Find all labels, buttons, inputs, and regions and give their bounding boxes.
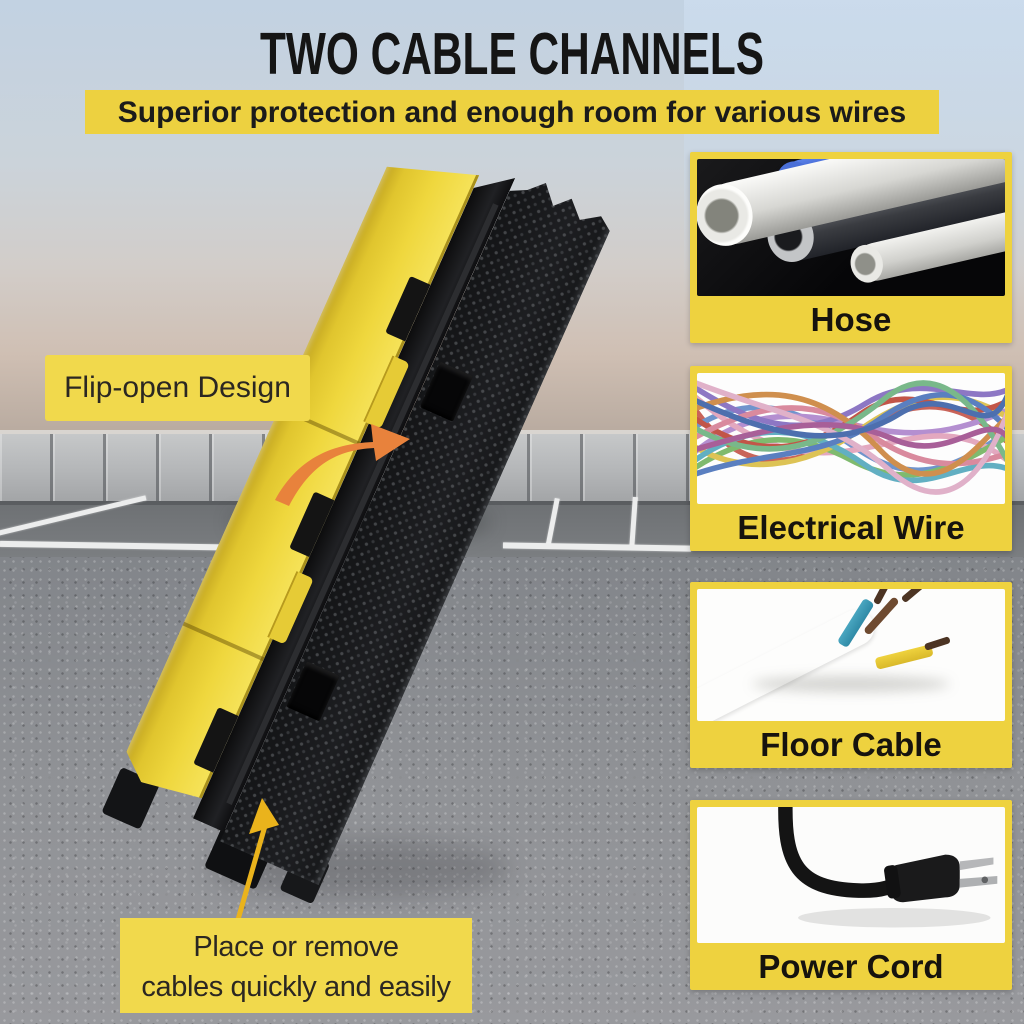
panel-floor-cable: Floor Cable bbox=[690, 582, 1012, 768]
flip-open-arrow-icon bbox=[275, 424, 410, 506]
panel-label: Power Cord bbox=[758, 948, 944, 985]
cable-shadow bbox=[752, 676, 950, 693]
subtitle-banner: Superior protection and enough room for … bbox=[85, 90, 939, 134]
wire-tip bbox=[923, 636, 951, 652]
power-plug-photo bbox=[697, 807, 1005, 943]
pipes-photo bbox=[697, 159, 1005, 296]
callout-place-remove: Place or remove cables quickly and easil… bbox=[120, 918, 472, 1013]
tangled-wires-photo bbox=[697, 373, 1005, 504]
callout-pointer-arrow-icon bbox=[232, 798, 279, 931]
wire-tip bbox=[901, 589, 926, 604]
pipe-opening bbox=[697, 178, 759, 252]
callout-flip-open: Flip-open Design bbox=[45, 355, 310, 421]
panel-hose: Hose bbox=[690, 152, 1012, 343]
callout-line: Place or remove bbox=[193, 931, 399, 963]
header: TWO CABLE CHANNELS bbox=[0, 20, 1024, 87]
panel-label: Hose bbox=[810, 301, 892, 338]
lid-seam bbox=[183, 622, 265, 661]
callout-line: cables quickly and easily bbox=[141, 971, 451, 1003]
panel-label: Floor Cable bbox=[760, 726, 942, 763]
page-title: TWO CABLE CHANNELS bbox=[259, 21, 765, 88]
stripped-cable-photo bbox=[697, 589, 1005, 721]
panel-label: Electrical Wire bbox=[737, 509, 965, 546]
panel-power-cord: Power Cord bbox=[690, 800, 1012, 990]
panel-electrical-wire: Electrical Wire bbox=[690, 366, 1012, 551]
